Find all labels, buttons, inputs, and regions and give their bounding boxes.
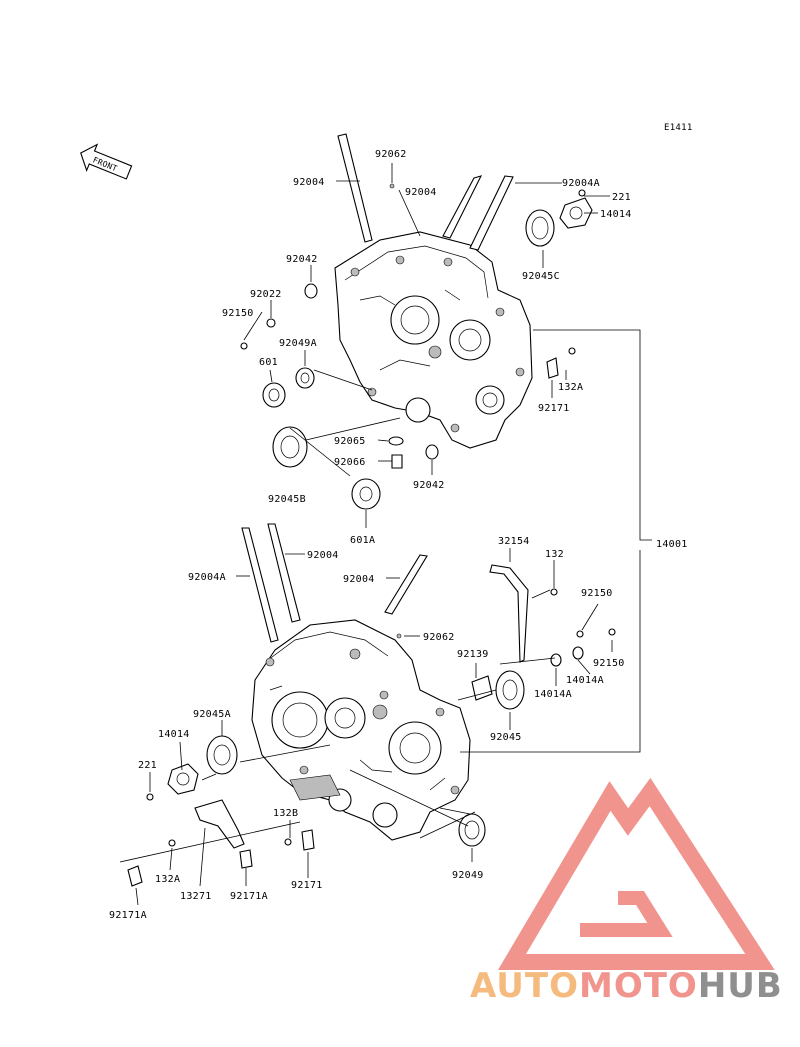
label-132: 132 bbox=[545, 549, 564, 560]
label-14014A-2: 14014A bbox=[534, 689, 572, 700]
label-92062-top: 92062 bbox=[375, 149, 407, 160]
leader-lines bbox=[119, 163, 652, 906]
label-92171A-1: 92171A bbox=[230, 891, 268, 902]
lower-crankcase-half bbox=[251, 619, 471, 841]
label-92045: 92045 bbox=[490, 732, 522, 743]
diagram-code: E1411 bbox=[664, 123, 693, 133]
label-92139: 92139 bbox=[457, 649, 489, 660]
bolt-132A-low bbox=[168, 839, 176, 847]
bolt-132B bbox=[284, 838, 292, 846]
label-92045A: 92045A bbox=[193, 709, 231, 720]
dowel-92062-top bbox=[389, 183, 395, 189]
bearing-92045C bbox=[525, 209, 555, 247]
label-92062-low: 92062 bbox=[423, 632, 455, 643]
label-92004-low2: 92004 bbox=[343, 574, 375, 585]
watermark-logo: AUTOMOTOHUB bbox=[470, 777, 783, 1006]
dowel-92042-top bbox=[304, 283, 318, 299]
label-92004-top1: 92004 bbox=[293, 177, 325, 188]
bracket-92171-top bbox=[546, 357, 559, 379]
clamp-92171A-2 bbox=[239, 849, 253, 869]
washer-92065 bbox=[388, 436, 404, 446]
bolt-92150-r1 bbox=[576, 630, 584, 638]
label-601: 601 bbox=[259, 357, 278, 368]
label-92150-r1: 92150 bbox=[581, 588, 613, 599]
bolt-92150-r2 bbox=[608, 628, 616, 636]
label-92049: 92049 bbox=[452, 870, 484, 881]
label-92065: 92065 bbox=[334, 436, 366, 447]
bearing-601A bbox=[351, 478, 381, 510]
label-601A: 601A bbox=[350, 535, 375, 546]
label-14001: 14001 bbox=[656, 539, 688, 550]
seal-92049 bbox=[458, 813, 486, 847]
bearing-92045B bbox=[272, 426, 308, 468]
bolt-221-top bbox=[578, 189, 586, 197]
svg-text:AUTOMOTOHUB: AUTOMOTOHUB bbox=[470, 966, 783, 1006]
washer-92022 bbox=[266, 318, 276, 328]
bolt-132A-top bbox=[568, 347, 576, 355]
plug-92066 bbox=[391, 454, 403, 469]
label-221-top: 221 bbox=[612, 192, 631, 203]
label-92171A-2: 92171A bbox=[109, 910, 147, 921]
label-92150-r2: 92150 bbox=[593, 658, 625, 669]
watermark-auto: AUTO bbox=[470, 966, 579, 1006]
label-92042-mid: 92042 bbox=[413, 480, 445, 491]
label-221-low: 221 bbox=[138, 760, 157, 771]
label-14014-low: 14014 bbox=[158, 729, 190, 740]
upper-crankcase-half bbox=[334, 231, 533, 449]
pipe-32154 bbox=[489, 564, 529, 663]
triangle-icon bbox=[497, 777, 775, 970]
seal-92049A bbox=[295, 367, 315, 389]
bracket-13271 bbox=[194, 799, 245, 849]
front-arrow-icon: FRONT bbox=[80, 143, 133, 180]
washer-14014A-1 bbox=[572, 646, 584, 660]
label-92042-top: 92042 bbox=[286, 254, 318, 265]
bolt-132 bbox=[550, 588, 558, 596]
label-92045C: 92045C bbox=[522, 271, 560, 282]
bolt-92150-left bbox=[240, 342, 248, 350]
label-14014A-1: 14014A bbox=[566, 675, 604, 686]
label-92022: 92022 bbox=[250, 289, 282, 300]
washer-14014A-2 bbox=[550, 653, 562, 667]
watermark-moto: MOTO bbox=[579, 966, 698, 1006]
lower-studs bbox=[241, 523, 428, 643]
label-92049A: 92049A bbox=[279, 338, 317, 349]
watermark-hub: HUB bbox=[698, 966, 783, 1006]
label-132A-top: 132A bbox=[558, 382, 583, 393]
bearing-92045 bbox=[495, 670, 525, 710]
bearing-601 bbox=[262, 382, 286, 408]
bolt-221-low bbox=[146, 793, 154, 801]
clamp-92171-low bbox=[301, 829, 315, 851]
collar-92139 bbox=[471, 675, 493, 701]
cover-14014-top bbox=[559, 197, 593, 229]
label-132A-low: 132A bbox=[155, 874, 180, 885]
label-14014-top: 14014 bbox=[600, 209, 632, 220]
label-92045B: 92045B bbox=[268, 494, 306, 505]
label-92004-low1: 92004 bbox=[307, 550, 339, 561]
label-92171-top: 92171 bbox=[538, 403, 570, 414]
label-92004-top2: 92004 bbox=[405, 187, 437, 198]
label-92150-left: 92150 bbox=[222, 308, 254, 319]
label-92004A-low: 92004A bbox=[188, 572, 226, 583]
label-92171-low: 92171 bbox=[291, 880, 323, 891]
dowel-92062-low bbox=[396, 633, 402, 639]
part-labels: 92062 92004 92004 92004A 221 14014 92042… bbox=[109, 149, 688, 921]
upper-studs bbox=[337, 133, 514, 251]
dowel-92042-mid bbox=[425, 444, 439, 460]
bearing-92045A bbox=[206, 735, 238, 775]
clamp-92171A-1 bbox=[127, 865, 143, 887]
label-92066: 92066 bbox=[334, 457, 366, 468]
label-32154: 32154 bbox=[498, 536, 530, 547]
label-13271: 13271 bbox=[180, 891, 212, 902]
cover-14014-low bbox=[167, 763, 199, 795]
label-92004A-top: 92004A bbox=[562, 178, 600, 189]
label-132B: 132B bbox=[273, 808, 298, 819]
